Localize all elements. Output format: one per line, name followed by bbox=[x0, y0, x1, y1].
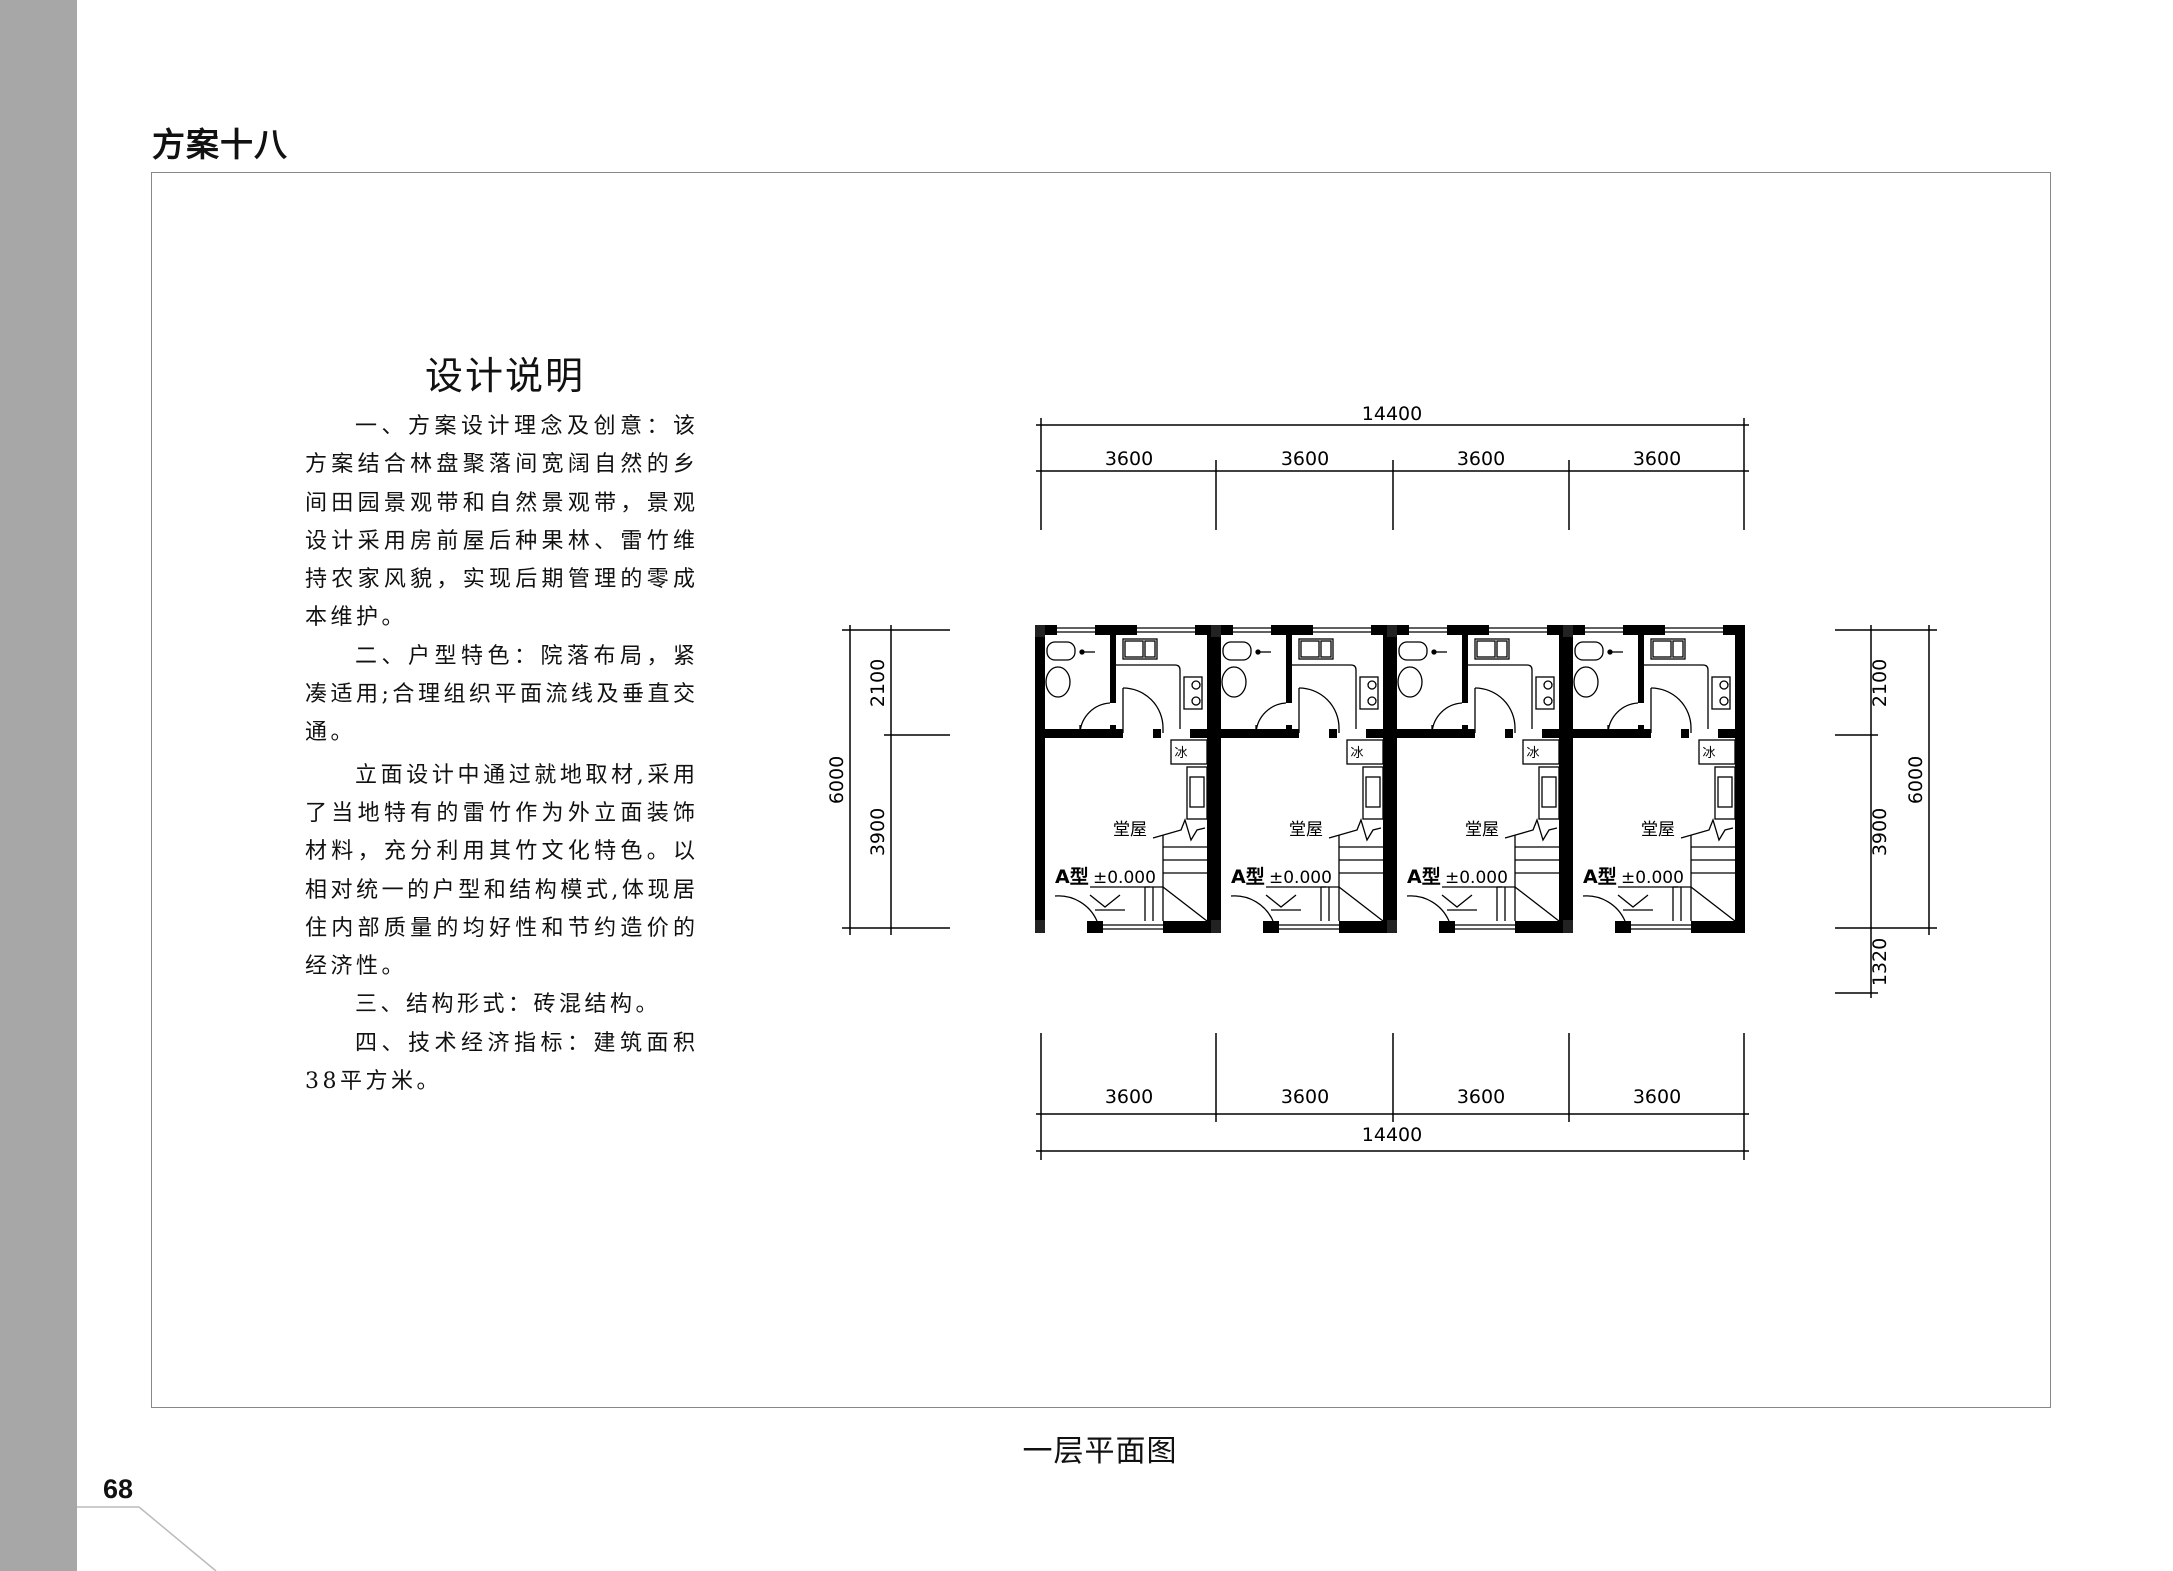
elevation-label: ±0.000 bbox=[1621, 868, 1684, 888]
dim-total-top: 14400 bbox=[1362, 403, 1422, 425]
dim-right-part: 3900 bbox=[1869, 808, 1891, 856]
sink-icon bbox=[1650, 638, 1686, 660]
fridge-icon bbox=[1698, 739, 1736, 765]
toilet-icon bbox=[1398, 641, 1428, 661]
notes-line: 三、结构形式：砖混结构。 bbox=[355, 992, 662, 1018]
notes-line: 通。 bbox=[305, 720, 357, 746]
drawing-frame bbox=[151, 172, 2051, 1408]
dim-total-bottom: 14400 bbox=[1362, 1124, 1422, 1146]
notes-line: 四、技术经济指标：建筑面积 bbox=[355, 1030, 695, 1056]
notes-line: 本维护。 bbox=[305, 605, 408, 631]
notes-line: 持农家风貌，实现后期管理的零成 bbox=[305, 567, 695, 593]
left-dimensions bbox=[842, 625, 950, 935]
room-label: 堂屋 bbox=[1289, 820, 1323, 840]
design-notes: 设计说明 一、方案设计理念及创意：该方案结合林盘聚落间宽阔自然的乡间田园景观带和… bbox=[305, 345, 695, 1101]
cabinet-icon bbox=[1714, 766, 1736, 820]
dim-right-total: 6000 bbox=[1905, 756, 1927, 804]
notes-line: 立面设计中通过就地取材,采用 bbox=[355, 762, 695, 788]
notes-line: 了当地特有的雷竹作为外立面装饰 bbox=[305, 800, 695, 826]
dim-bay: 3600 bbox=[1105, 1086, 1153, 1108]
dim-bay: 3600 bbox=[1457, 1086, 1505, 1108]
toilet-icon bbox=[1222, 641, 1252, 661]
fridge-icon bbox=[1346, 739, 1384, 765]
stove-icon bbox=[1535, 676, 1555, 710]
dim-bay: 3600 bbox=[1281, 1086, 1329, 1108]
washbasin-icon bbox=[1045, 666, 1071, 698]
top-dimensions bbox=[1036, 418, 1749, 530]
stove-icon bbox=[1183, 676, 1203, 710]
dim-right-part: 1320 bbox=[1869, 938, 1891, 986]
drawing-caption: 一层平面图 bbox=[1022, 1434, 1178, 1469]
notes-line: 38平方米。 bbox=[305, 1069, 442, 1095]
notes-line: 设计采用房前屋后种果林、雷竹维 bbox=[305, 528, 695, 554]
fridge-label: 冰 bbox=[1702, 746, 1715, 761]
elevation-label: ±0.000 bbox=[1093, 868, 1156, 888]
notes-line: 相对统一的户型和结构模式,体现居 bbox=[305, 877, 695, 903]
cabinet-icon bbox=[1186, 766, 1208, 820]
notes-line: 经济性。 bbox=[305, 954, 408, 980]
toilet-icon bbox=[1574, 641, 1604, 661]
stove-icon bbox=[1359, 676, 1379, 710]
unit-type-label: A型 bbox=[1407, 865, 1441, 888]
notes-line: 材料，充分利用其竹文化特色。以 bbox=[305, 839, 695, 865]
notes-line: 一、方案设计理念及创意：该 bbox=[355, 414, 695, 439]
dim-left-part: 2100 bbox=[867, 659, 889, 707]
stove-icon bbox=[1711, 676, 1731, 710]
dim-bay: 3600 bbox=[1633, 448, 1681, 470]
washbasin-icon bbox=[1573, 666, 1599, 698]
dim-left-total: 6000 bbox=[826, 756, 848, 804]
notes-line: 住内部质量的均好性和节约造价的 bbox=[305, 915, 695, 941]
dim-right-part: 2100 bbox=[1869, 659, 1891, 707]
unit-type-label: A型 bbox=[1583, 865, 1617, 888]
dwelling-unit: 冰 堂屋 A型 ±0.000 bbox=[1563, 625, 1745, 933]
entry-door bbox=[1230, 895, 1274, 922]
sink-icon bbox=[1474, 638, 1510, 660]
cabinet-icon bbox=[1362, 766, 1384, 820]
page-edge-bar bbox=[0, 0, 77, 1571]
dim-left-part: 3900 bbox=[867, 808, 889, 856]
washbasin-icon bbox=[1221, 666, 1247, 698]
cabinet-icon bbox=[1538, 766, 1560, 820]
dwelling-unit: 冰 堂屋 A型 ±0.000 bbox=[1035, 625, 1217, 933]
entry-door bbox=[1406, 895, 1450, 922]
dim-bay: 3600 bbox=[1281, 448, 1329, 470]
elevation-label: ±0.000 bbox=[1269, 868, 1332, 888]
fridge-label: 冰 bbox=[1526, 746, 1539, 761]
fridge-icon bbox=[1522, 739, 1560, 765]
room-label: 堂屋 bbox=[1465, 820, 1499, 840]
fridge-icon bbox=[1170, 739, 1208, 765]
entry-door bbox=[1054, 895, 1098, 922]
notes-line: 方案结合林盘聚落间宽阔自然的乡 bbox=[305, 452, 695, 478]
page-corner-line bbox=[77, 1506, 217, 1571]
sink-icon bbox=[1122, 638, 1158, 660]
fridge-label: 冰 bbox=[1174, 746, 1187, 761]
sink-icon bbox=[1298, 638, 1334, 660]
dwelling-unit: 冰 堂屋 A型 ±0.000 bbox=[1387, 625, 1569, 933]
entry-door bbox=[1582, 895, 1626, 922]
notes-heading: 设计说明 bbox=[424, 354, 585, 398]
room-label: 堂屋 bbox=[1113, 820, 1147, 840]
bottom-dimensions bbox=[1036, 1033, 1749, 1160]
toilet-icon bbox=[1046, 641, 1076, 661]
unit-type-label: A型 bbox=[1231, 865, 1265, 888]
unit-type-label: A型 bbox=[1055, 865, 1089, 888]
room-label: 堂屋 bbox=[1641, 820, 1675, 840]
elevation-label: ±0.000 bbox=[1445, 868, 1508, 888]
dim-bay: 3600 bbox=[1633, 1086, 1681, 1108]
notes-line: 间田园景观带和自然景观带，景观 bbox=[305, 490, 695, 516]
notes-line: 二、户型特色：院落布局，紧 bbox=[355, 643, 695, 669]
fridge-label: 冰 bbox=[1350, 746, 1363, 761]
page-title: 方案十八 bbox=[152, 125, 288, 164]
right-dimensions bbox=[1835, 625, 1937, 998]
dim-bay: 3600 bbox=[1457, 448, 1505, 470]
washbasin-icon bbox=[1397, 666, 1423, 698]
dim-bay: 3600 bbox=[1105, 448, 1153, 470]
page-number: 68 bbox=[103, 1474, 134, 1504]
dwelling-unit: 冰 堂屋 A型 ±0.000 bbox=[1211, 625, 1393, 933]
notes-line: 凑适用;合理组织平面流线及垂直交 bbox=[305, 682, 695, 708]
